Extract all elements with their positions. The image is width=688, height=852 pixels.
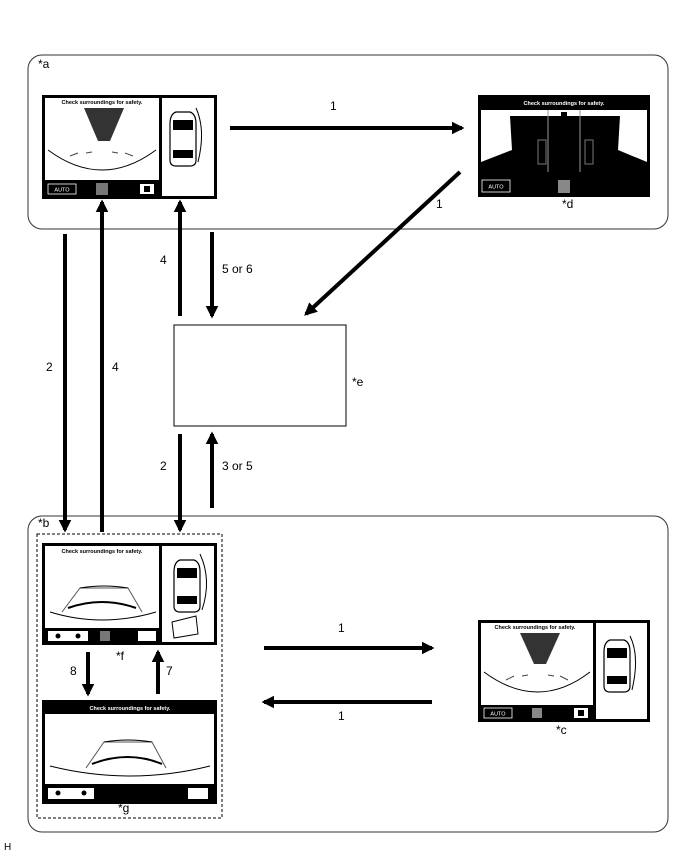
screen-a-caption: Check surroundings for safety. xyxy=(62,100,143,106)
screen-a-split-view: Check surroundings for safety. AUTO xyxy=(42,95,217,199)
label-e-to-a: 4 xyxy=(160,253,167,267)
label-c-to-b: 1 xyxy=(338,709,345,723)
callout-c: *c xyxy=(556,723,567,737)
dashed-box-fg xyxy=(36,533,223,819)
callout-b: *b xyxy=(38,516,50,530)
callout-a: *a xyxy=(38,57,50,71)
screen-g-caption: Check surroundings for safety. xyxy=(90,706,171,712)
label-a-to-d: 1 xyxy=(330,99,337,113)
label-g-to-f: 7 xyxy=(166,664,173,678)
label-d-to-e: 1 xyxy=(436,197,443,211)
screen-g-full-view: Check surroundings for safety. xyxy=(42,700,217,804)
screen-f-caption: Check surroundings for safety. xyxy=(62,549,143,555)
screen-d-caption: Check surroundings for safety. xyxy=(524,101,605,107)
callout-e: *e xyxy=(352,375,364,389)
auto-button-d: AUTO xyxy=(488,185,504,191)
auto-button-c: AUTO xyxy=(490,712,506,718)
label-f-to-g: 8 xyxy=(70,664,77,678)
label-e-to-b: 2 xyxy=(160,459,167,473)
screen-f-split-view: Check surroundings for safety. xyxy=(42,543,217,645)
screen-c-split-view: Check surroundings for safety. AUTO xyxy=(478,620,650,722)
group-box-b xyxy=(27,515,669,833)
screen-c-caption: Check surroundings for safety. xyxy=(495,625,576,631)
group-box-a xyxy=(27,54,669,230)
label-b-to-c: 1 xyxy=(338,621,345,635)
callout-g: *g xyxy=(118,801,129,815)
box-e xyxy=(173,324,347,427)
arrow-d-to-e xyxy=(304,170,462,316)
corner-mark: H xyxy=(4,842,11,852)
label-a-to-e: 5 or 6 xyxy=(222,262,253,276)
auto-button-a: AUTO xyxy=(54,188,70,194)
callout-d: *d xyxy=(562,197,573,211)
label-b-to-a: 4 xyxy=(112,360,119,374)
label-a-to-b: 2 xyxy=(46,360,53,374)
callout-f: *f xyxy=(116,649,125,663)
screen-d-wide-view: Check surroundings for safety. AUTO xyxy=(478,95,650,197)
label-b-to-e: 3 or 5 xyxy=(222,459,253,473)
